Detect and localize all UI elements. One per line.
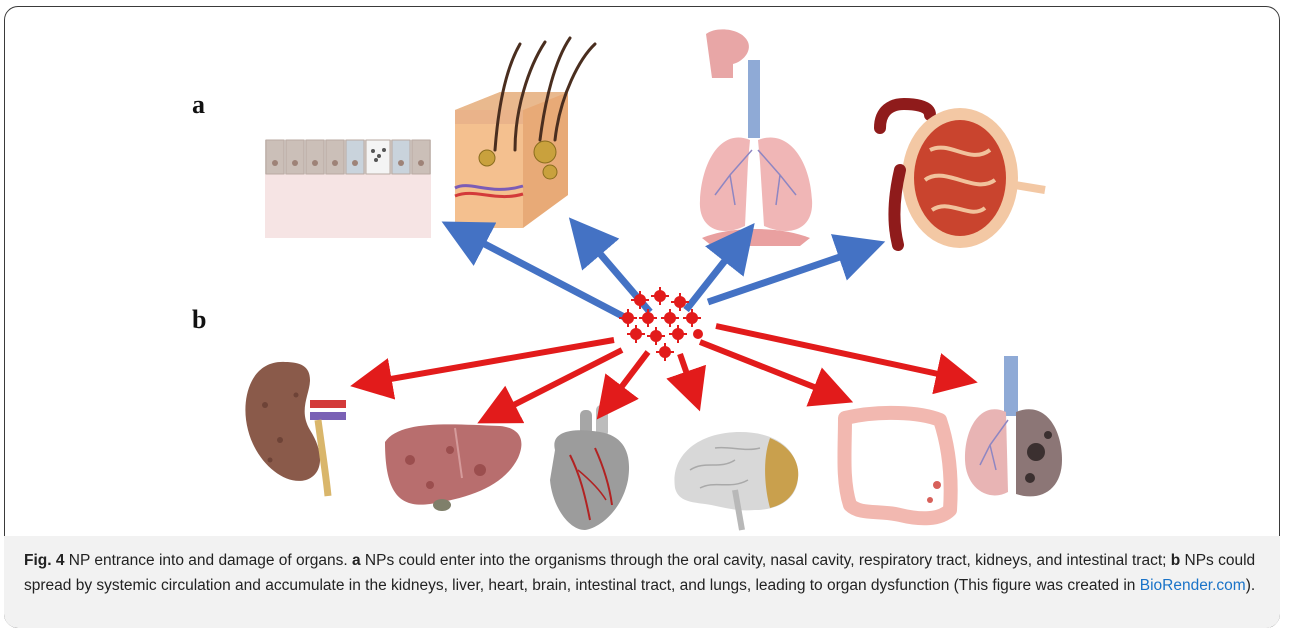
- arrow-to-heart: [604, 352, 648, 410]
- arrow-to-kidney: [362, 340, 614, 384]
- panel-a-arrows: [454, 228, 872, 320]
- intestinal-epithelium-illustration: [265, 140, 431, 238]
- respiratory-tract-illustration: [700, 29, 812, 246]
- brain-illustration: [674, 432, 798, 530]
- liver-illustration: [385, 424, 521, 511]
- biorender-link[interactable]: BioRender.com: [1140, 577, 1246, 594]
- figure-caption: Fig. 4 NP entrance into and damage of or…: [4, 536, 1280, 628]
- skin-illustration: [455, 38, 595, 228]
- caption-fig-label: Fig. 4: [24, 552, 64, 569]
- panel-b-label: b: [192, 305, 206, 335]
- heart-illustration: [550, 405, 629, 530]
- caption-title: NP entrance into and damage of organs.: [64, 552, 352, 569]
- figure-illustration: [0, 0, 1290, 540]
- caption-a-text: NPs could enter into the organisms throu…: [361, 552, 1171, 569]
- kidney-glomerulus-illustration: [880, 104, 1045, 248]
- panel-a-label: a: [192, 90, 205, 120]
- intestine-illustration: [844, 413, 950, 518]
- panel-b-arrows: [362, 326, 966, 418]
- arrow-to-intestinal-epithelium: [454, 228, 630, 320]
- lungs-illustration: [965, 356, 1062, 496]
- caption-b-label: b: [1171, 552, 1180, 569]
- kidney-illustration: [245, 362, 346, 496]
- arrow-to-lungs: [716, 326, 966, 380]
- arrow-to-brain: [680, 354, 696, 400]
- caption-end: ).: [1246, 577, 1255, 594]
- caption-a-label: a: [352, 552, 361, 569]
